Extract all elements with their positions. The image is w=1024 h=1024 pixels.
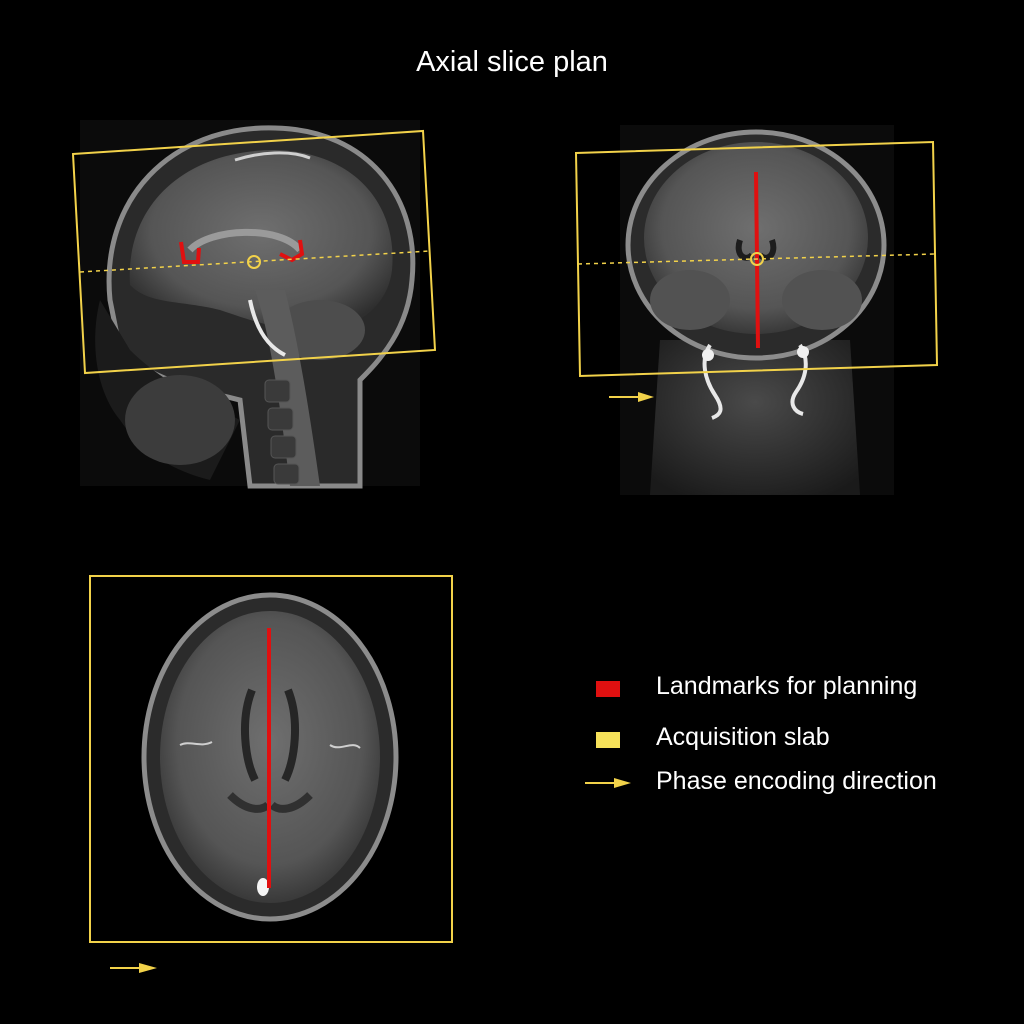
sagittal-cerebellum (275, 300, 365, 360)
sagittal-tongue (125, 375, 235, 465)
legend-item-landmarks: Landmarks for planning (584, 668, 1004, 708)
coronal-slab-center-marker (750, 252, 764, 266)
axial-ventricles (240, 688, 300, 782)
coronal-temporal-right (782, 270, 862, 330)
legend-arrow-icon (585, 778, 631, 788)
coronal-bright-spot-left (702, 349, 714, 361)
sagittal-corpus-callosum (187, 228, 303, 253)
sagittal-vertebrae (264, 379, 300, 485)
coronal-slab-center-line (577, 253, 936, 265)
coronal-panel (574, 125, 939, 495)
sagittal-panel (71, 120, 437, 489)
coronal-acquisition-slab (574, 140, 939, 378)
coronal-temporal-left (650, 270, 730, 330)
legend-item-phase-encoding: Phase encoding direction (584, 763, 1004, 803)
sagittal-slab-center-line (79, 250, 431, 273)
sagittal-landmark-posterior (279, 239, 305, 263)
legend-item-acquisition-slab: Acquisition slab (584, 719, 1004, 759)
legend-label-phase-encoding: Phase encoding direction (656, 767, 937, 795)
coronal-neck (650, 340, 860, 495)
axial-panel (89, 575, 453, 973)
legend-swatch-landmarks (596, 681, 620, 697)
sagittal-sinus (234, 151, 311, 162)
coronal-bright-spot-right (797, 346, 809, 358)
axial-acquisition-slab (89, 575, 453, 943)
sagittal-acquisition-slab (71, 129, 437, 375)
legend-swatch-acquisition-slab (596, 732, 620, 748)
coronal-vessel-right (790, 343, 808, 416)
coronal-phase-arrow (609, 392, 654, 402)
axial-bright-spot (257, 878, 269, 896)
legend-label-landmarks: Landmarks for planning (656, 672, 918, 700)
coronal-landmark-midline (754, 171, 760, 349)
sagittal-brain (129, 150, 393, 331)
sagittal-vessel (248, 299, 286, 357)
axial-phase-arrow (110, 963, 157, 973)
axial-vessels (179, 741, 361, 749)
legend-label-acquisition-slab: Acquisition slab (656, 723, 830, 751)
axial-posterior-horns (227, 792, 313, 813)
figure-title: Axial slice plan (416, 46, 608, 78)
sagittal-slab-center-marker (247, 255, 261, 269)
sagittal-landmark-anterior (179, 241, 201, 264)
